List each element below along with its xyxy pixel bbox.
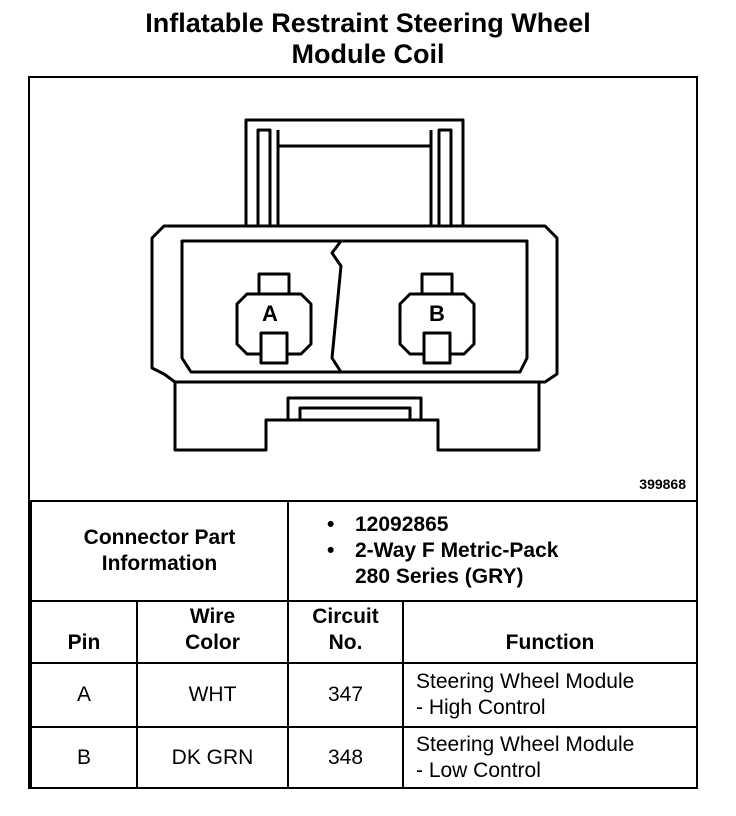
table-row: B DK GRN 348 Steering Wheel Module - Low… (30, 726, 698, 789)
cavity-a-body (235, 292, 313, 356)
header-function: Function (402, 600, 698, 664)
connector-type-item: 2-Way F Metric-Pack 280 Series (GRY) (327, 538, 696, 590)
latch-inner-left (256, 128, 272, 226)
bottom-latch (286, 396, 423, 420)
part-number-item: 12092865 (327, 512, 696, 538)
page-title: Inflatable Restraint Steering Wheel Modu… (0, 8, 736, 70)
cavity-label-b: B (429, 301, 445, 326)
title-line-1: Inflatable Restraint Steering Wheel (145, 8, 591, 38)
circuit-cell: 347 (287, 662, 404, 728)
table-row: A WHT 347 Steering Wheel Module - High C… (30, 662, 698, 728)
cavity-label-a: A (262, 301, 278, 326)
bottom-latch-inner (298, 406, 412, 420)
cavity-b-body (398, 292, 476, 356)
latch-bridge (276, 130, 433, 148)
cavity-a-tab (257, 272, 291, 296)
connector-diagram: A B 399868 (30, 78, 696, 500)
connector-part-info-list: 12092865 2-Way F Metric-Pack 280 Series … (289, 512, 696, 590)
connector-frame: A B 399868 Connector Part Information 12… (28, 76, 698, 789)
housing-inner (180, 239, 529, 374)
pin-cell: A (30, 662, 138, 728)
table-header-row: Pin Wire Color Circuit No. Function (30, 600, 698, 664)
wire-color-cell: DK GRN (136, 726, 289, 789)
connector-part-info-values: 12092865 2-Way F Metric-Pack 280 Series … (287, 500, 698, 602)
header-pin: Pin (30, 600, 138, 664)
pin-cell: B (30, 726, 138, 789)
latch-channel (276, 146, 433, 226)
connector-drawing: A B (150, 118, 559, 452)
title-line-2: Module Coil (291, 39, 445, 69)
latch-outer (244, 118, 465, 226)
cavity-a-terminal (259, 331, 289, 365)
figure-reference-number: 399868 (639, 476, 686, 492)
header-circuit-no: Circuit No. (287, 600, 404, 664)
housing-outer (150, 224, 559, 452)
connector-part-info-label: Connector Part Information (30, 500, 289, 602)
latch-inner-right (437, 128, 453, 226)
cavity-b-tab (420, 272, 454, 296)
center-divider (330, 240, 343, 373)
header-wire-color: Wire Color (136, 600, 289, 664)
circuit-cell: 348 (287, 726, 404, 789)
function-cell: Steering Wheel Module - High Control (402, 662, 698, 728)
function-cell: Steering Wheel Module - Low Control (402, 726, 698, 789)
connector-info-table: Connector Part Information 12092865 2-Wa… (30, 500, 698, 789)
wire-color-cell: WHT (136, 662, 289, 728)
connector-part-info-row: Connector Part Information 12092865 2-Wa… (30, 500, 698, 602)
cavity-b-terminal (422, 331, 452, 365)
